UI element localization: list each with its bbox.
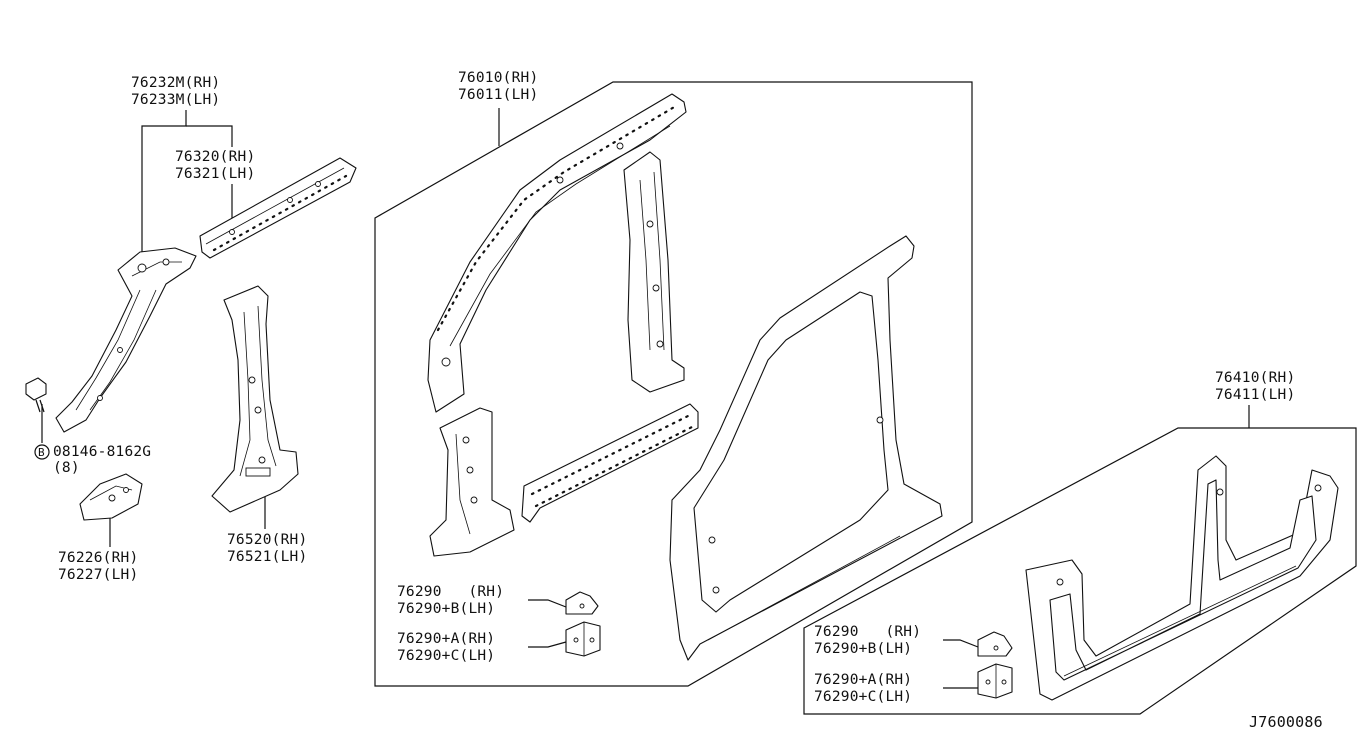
reference-code: J7600086 bbox=[1249, 713, 1323, 731]
label-76227-lh: 76227(LH) bbox=[58, 567, 139, 583]
label-76411-lh: 76411(LH) bbox=[1215, 387, 1296, 403]
label-76290-inner-4: 76290+C(LH) bbox=[397, 648, 496, 664]
label-76232m-rh: 76232M(RH) bbox=[131, 75, 221, 91]
part-76290a-bracket-outer-lower bbox=[977, 663, 1013, 699]
part-76010-front-pillar-lower bbox=[429, 407, 515, 557]
part-76410-outer-side bbox=[1025, 455, 1339, 701]
part-76320-rail bbox=[199, 157, 357, 259]
label-76290-inner-3: 76290+A(RH) bbox=[397, 631, 496, 647]
part-76520-b-pillar bbox=[211, 285, 299, 513]
part-76290-bracket-outer-upper bbox=[977, 631, 1013, 657]
frame-body-side-inner bbox=[374, 81, 973, 687]
label-76290-outer-3: 76290+A(RH) bbox=[814, 672, 913, 688]
label-bolt-qty: (8) bbox=[53, 460, 80, 476]
part-76010-b-pillar-inner bbox=[623, 151, 685, 393]
part-bolt bbox=[25, 377, 47, 413]
label-76290-inner-1: 76290 (RH) bbox=[397, 584, 505, 600]
leader-lines bbox=[41, 108, 1250, 689]
label-76233m-lh: 76233M(LH) bbox=[131, 92, 221, 108]
label-76010-rh: 76010(RH) bbox=[458, 70, 539, 86]
part-76290a-bracket-inner-lower bbox=[565, 621, 601, 657]
label-76320-rh: 76320(RH) bbox=[175, 149, 256, 165]
part-76290-bracket-inner-upper bbox=[565, 591, 599, 615]
label-76521-lh: 76521(LH) bbox=[227, 549, 308, 565]
label-76011-lh: 76011(LH) bbox=[458, 87, 539, 103]
part-76226-bracket bbox=[79, 473, 143, 521]
label-76321-lh: 76321(LH) bbox=[175, 166, 256, 182]
label-76290-outer-1: 76290 (RH) bbox=[814, 624, 922, 640]
part-76010-roof-rail-a-pillar bbox=[427, 93, 687, 413]
part-76010-main-frame bbox=[669, 235, 943, 661]
label-76290-outer-2: 76290+B(LH) bbox=[814, 641, 913, 657]
frame-body-side-outer bbox=[803, 427, 1357, 715]
label-bolt-part: 08146-8162G bbox=[53, 444, 152, 460]
bolt-marker-circle bbox=[34, 444, 50, 460]
label-76520-rh: 76520(RH) bbox=[227, 532, 308, 548]
label-bolt-marker: B bbox=[38, 446, 45, 459]
label-76290-inner-2: 76290+B(LH) bbox=[397, 601, 496, 617]
label-76290-outer-4: 76290+C(LH) bbox=[814, 689, 913, 705]
label-76410-rh: 76410(RH) bbox=[1215, 370, 1296, 386]
part-76010-sill-inner bbox=[521, 403, 699, 523]
label-76226-rh: 76226(RH) bbox=[58, 550, 139, 566]
part-76232m-pillar bbox=[55, 247, 197, 433]
